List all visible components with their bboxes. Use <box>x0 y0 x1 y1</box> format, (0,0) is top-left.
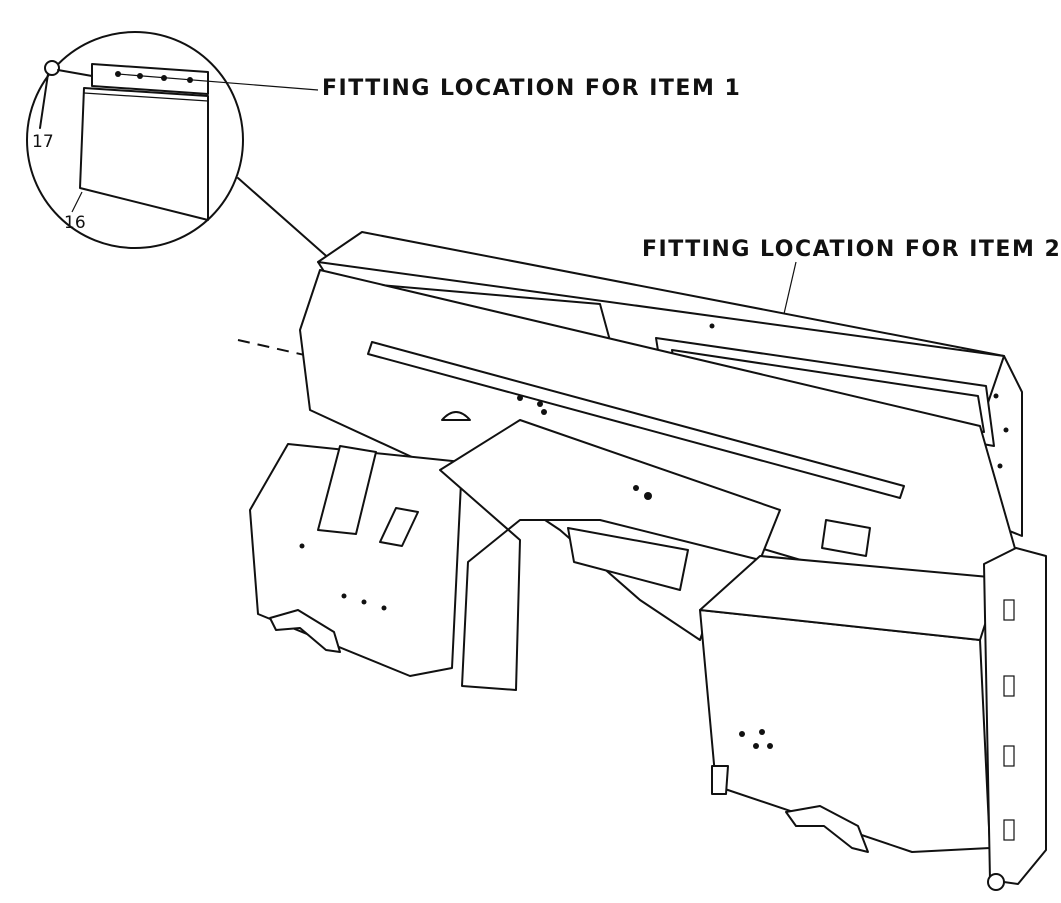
callout-item-1: FITTING LOCATION FOR ITEM 1 <box>322 76 742 101</box>
leader-16 <box>71 191 83 213</box>
item-number-17: 17 <box>32 132 54 152</box>
item-number-16: 16 <box>64 213 86 233</box>
callout-item-2: FITTING LOCATION FOR ITEM 2 <box>642 237 1061 262</box>
leader-item-1 <box>117 73 319 91</box>
detail-panel-16 <box>79 63 209 221</box>
dashboard-body <box>249 231 1047 891</box>
detail-circle <box>26 31 244 249</box>
detail-fastener-17 <box>39 60 93 129</box>
